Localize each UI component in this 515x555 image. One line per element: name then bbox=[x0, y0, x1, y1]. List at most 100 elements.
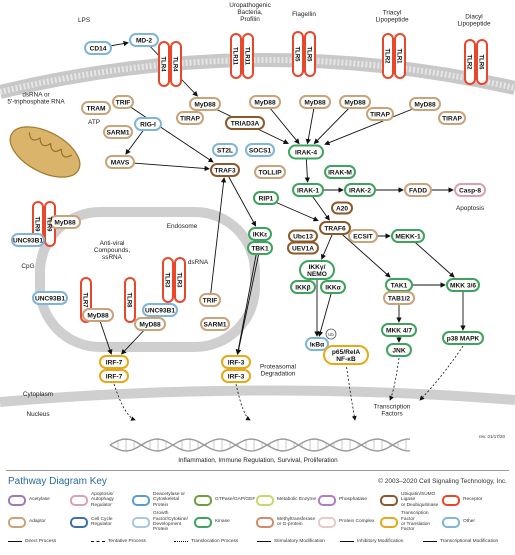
node-rigi bbox=[134, 117, 162, 131]
legend-item: Kinase bbox=[194, 512, 256, 532]
legend-arrow-item: Transcriptional Modification bbox=[423, 536, 506, 546]
node-irf3b bbox=[221, 369, 251, 383]
node-fadd bbox=[404, 183, 432, 197]
receptor-label-tlr9a: TLR9 bbox=[34, 217, 40, 233]
node-label-traf3: TRAF3 bbox=[214, 167, 236, 174]
legend-arrow-item: Inhibitory Modification bbox=[340, 536, 423, 546]
node-st2l bbox=[212, 143, 238, 157]
node-irf7 bbox=[99, 355, 129, 369]
dna-helix bbox=[109, 438, 411, 452]
node-unc93b1_c bbox=[142, 303, 178, 317]
node-traf3 bbox=[210, 163, 240, 177]
node-triad3a bbox=[225, 116, 265, 130]
node-label-ubc13: Ubc13 bbox=[293, 233, 313, 240]
node-tirap_a bbox=[176, 111, 204, 125]
legend-item: Methyltransferase or G-protein bbox=[256, 512, 318, 532]
node-label-irak4: IRAK-4 bbox=[295, 149, 317, 156]
node-label-tirap_a: TIRAP bbox=[180, 115, 200, 122]
legend-swatch bbox=[132, 494, 150, 506]
ub-label: Ub bbox=[328, 332, 334, 337]
node-unc93b1_a bbox=[11, 233, 45, 247]
node-mkk47 bbox=[381, 323, 417, 337]
node-myd88_g bbox=[82, 308, 114, 322]
node-label-myd88_b: MyD88 bbox=[254, 99, 276, 106]
receptor-label-tlr6: TLR6 bbox=[478, 55, 484, 71]
node-jnk bbox=[386, 343, 412, 357]
node-rip1 bbox=[253, 191, 279, 205]
legend-arrow-item: Translocation Process bbox=[174, 536, 257, 546]
node-label-tirap_b: TIRAP bbox=[370, 111, 390, 118]
legend-swatch bbox=[380, 494, 398, 506]
node-label-trif: TRIF bbox=[116, 99, 131, 106]
node-ikke bbox=[248, 227, 272, 241]
node-ikkb bbox=[290, 280, 316, 294]
node-casp8 bbox=[454, 183, 486, 197]
legend-swatch bbox=[256, 494, 274, 506]
legend-label: Other bbox=[463, 519, 475, 525]
legend-item: Ubiquitin/SUMO Ligase or Deubiquitinase bbox=[380, 490, 442, 510]
nuclear-membrane bbox=[0, 385, 515, 407]
node-label-ecsit: ECSIT bbox=[353, 233, 372, 240]
receptor-label-tlr11a: TLR11 bbox=[232, 47, 238, 66]
legend-arrow-item: Tentative Process bbox=[91, 536, 174, 546]
receptor-tlr4a bbox=[158, 41, 170, 87]
text-atp: ATP bbox=[88, 119, 100, 126]
legend-label: Acetylase bbox=[29, 497, 50, 503]
legend-swatch bbox=[194, 494, 212, 506]
node-label-myd88_g: MyD88 bbox=[87, 312, 109, 319]
legend-label: Deacetylase or Cytoskeletal Protein bbox=[153, 491, 185, 508]
receptor-tlr6 bbox=[476, 39, 488, 85]
legend-swatch bbox=[194, 516, 212, 528]
legend-arrow-line bbox=[91, 540, 105, 542]
node-sarm1_a bbox=[103, 125, 133, 139]
legend-arrow-label: Inhibitory Modification bbox=[357, 538, 404, 544]
node-label-myd88_c: MyD88 bbox=[304, 99, 326, 106]
node-tram bbox=[81, 101, 111, 115]
translocation-p38 bbox=[419, 345, 464, 401]
legend-item: GTPase/GAP/GEF bbox=[194, 490, 256, 510]
legend-item: Apoptosis/ Autophagy Regulator bbox=[70, 490, 132, 510]
text-apoptosis: Apoptosis bbox=[456, 205, 484, 212]
legend-swatch bbox=[442, 516, 460, 528]
receptor-tlr2b bbox=[464, 39, 476, 85]
receptor-label-tlr8: TLR8 bbox=[126, 293, 132, 309]
legend-label: Kinase bbox=[215, 519, 230, 525]
node-label-rigi: RIG-I bbox=[140, 121, 156, 128]
legend-swatch bbox=[8, 516, 26, 528]
legend-item: Receptor bbox=[442, 490, 504, 510]
node-label-tirap_c: TIRAP bbox=[442, 115, 462, 122]
legend-swatch bbox=[8, 494, 26, 506]
node-label-st2l: ST2L bbox=[217, 147, 233, 154]
node-label-traf6: TRAF6 bbox=[324, 225, 346, 232]
translocation-irf3b bbox=[235, 383, 251, 421]
node-myd88_f bbox=[49, 215, 81, 229]
node-label-unc93b1_a: UNC93B1 bbox=[13, 237, 43, 244]
legend-arrow-line bbox=[340, 540, 354, 542]
text-outcome: Inflammation, Immune Regulation, Surviva… bbox=[178, 457, 338, 464]
legend-swatch bbox=[132, 516, 150, 528]
node-label-ikke: IKKε bbox=[253, 231, 268, 238]
node-label-irakm: IRAK-M bbox=[328, 169, 352, 176]
legend-label: Transcription Factor or Translation Fact… bbox=[401, 511, 431, 533]
legend-item: Adaptor bbox=[8, 512, 70, 532]
node-label-ikba: IκBα bbox=[310, 341, 324, 348]
legend-item: Protein Complex bbox=[318, 512, 380, 532]
legend-label: Growth Factor/Cytokine/ Development Prot… bbox=[153, 511, 188, 533]
receptor-tlr4b bbox=[170, 41, 182, 87]
node-label-irak1: IRAK-1 bbox=[297, 187, 319, 194]
legend-label: Ubiquitin/SUMO Ligase or Deubiquitinase bbox=[401, 491, 439, 508]
legend-divider bbox=[6, 470, 509, 471]
legend-arrow-line bbox=[423, 540, 437, 542]
node-trif bbox=[112, 95, 134, 109]
legend-item: Cell Cycle Regulator bbox=[70, 512, 132, 532]
node-sarm1_b bbox=[200, 317, 230, 331]
legend-arrow-label: Stimulatory Modification bbox=[274, 538, 325, 544]
node-label-tollip: TOLLIP bbox=[258, 169, 282, 176]
node-myd88_e bbox=[409, 97, 441, 111]
node-label-irf7: IRF-7 bbox=[106, 359, 123, 366]
node-irak1 bbox=[292, 183, 324, 197]
